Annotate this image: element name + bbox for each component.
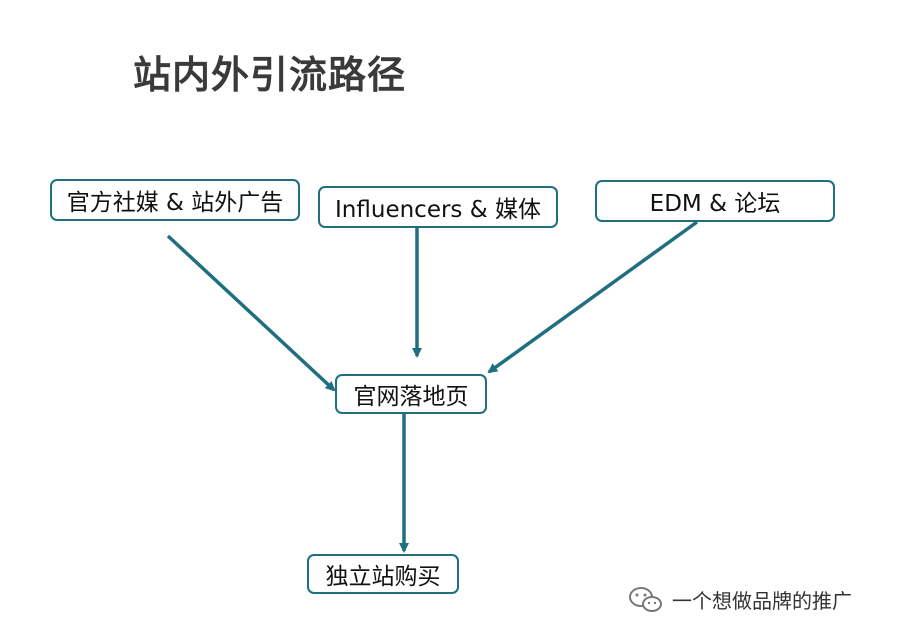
node-influencers-media: Influencers & 媒体 [318,186,558,228]
node-edm-forum-label: EDM & 论坛 [649,191,781,217]
wechat-icon [629,586,662,612]
node-social-ads-label: 官方社媒 & 站外广告 [66,190,284,216]
node-social-ads: 官方社媒 & 站外广告 [50,179,300,221]
node-edm-forum: EDM & 论坛 [595,180,835,222]
watermark-text: 一个想做品牌的推广 [672,589,852,613]
watermark: 一个想做品牌的推广 [628,585,852,614]
arrow-social-to-landing [166,234,336,392]
diagram-title: 站内外引流路径 [133,53,407,97]
node-landing-page-label: 官网落地页 [353,384,469,410]
arrow-edm-to-landing [487,220,699,374]
node-store-purchase: 独立站购买 [307,554,459,594]
node-store-purchase-label: 独立站购买 [325,564,441,590]
node-influencers-media-label: Influencers & 媒体 [335,197,541,223]
node-landing-page: 官网落地页 [335,374,487,414]
